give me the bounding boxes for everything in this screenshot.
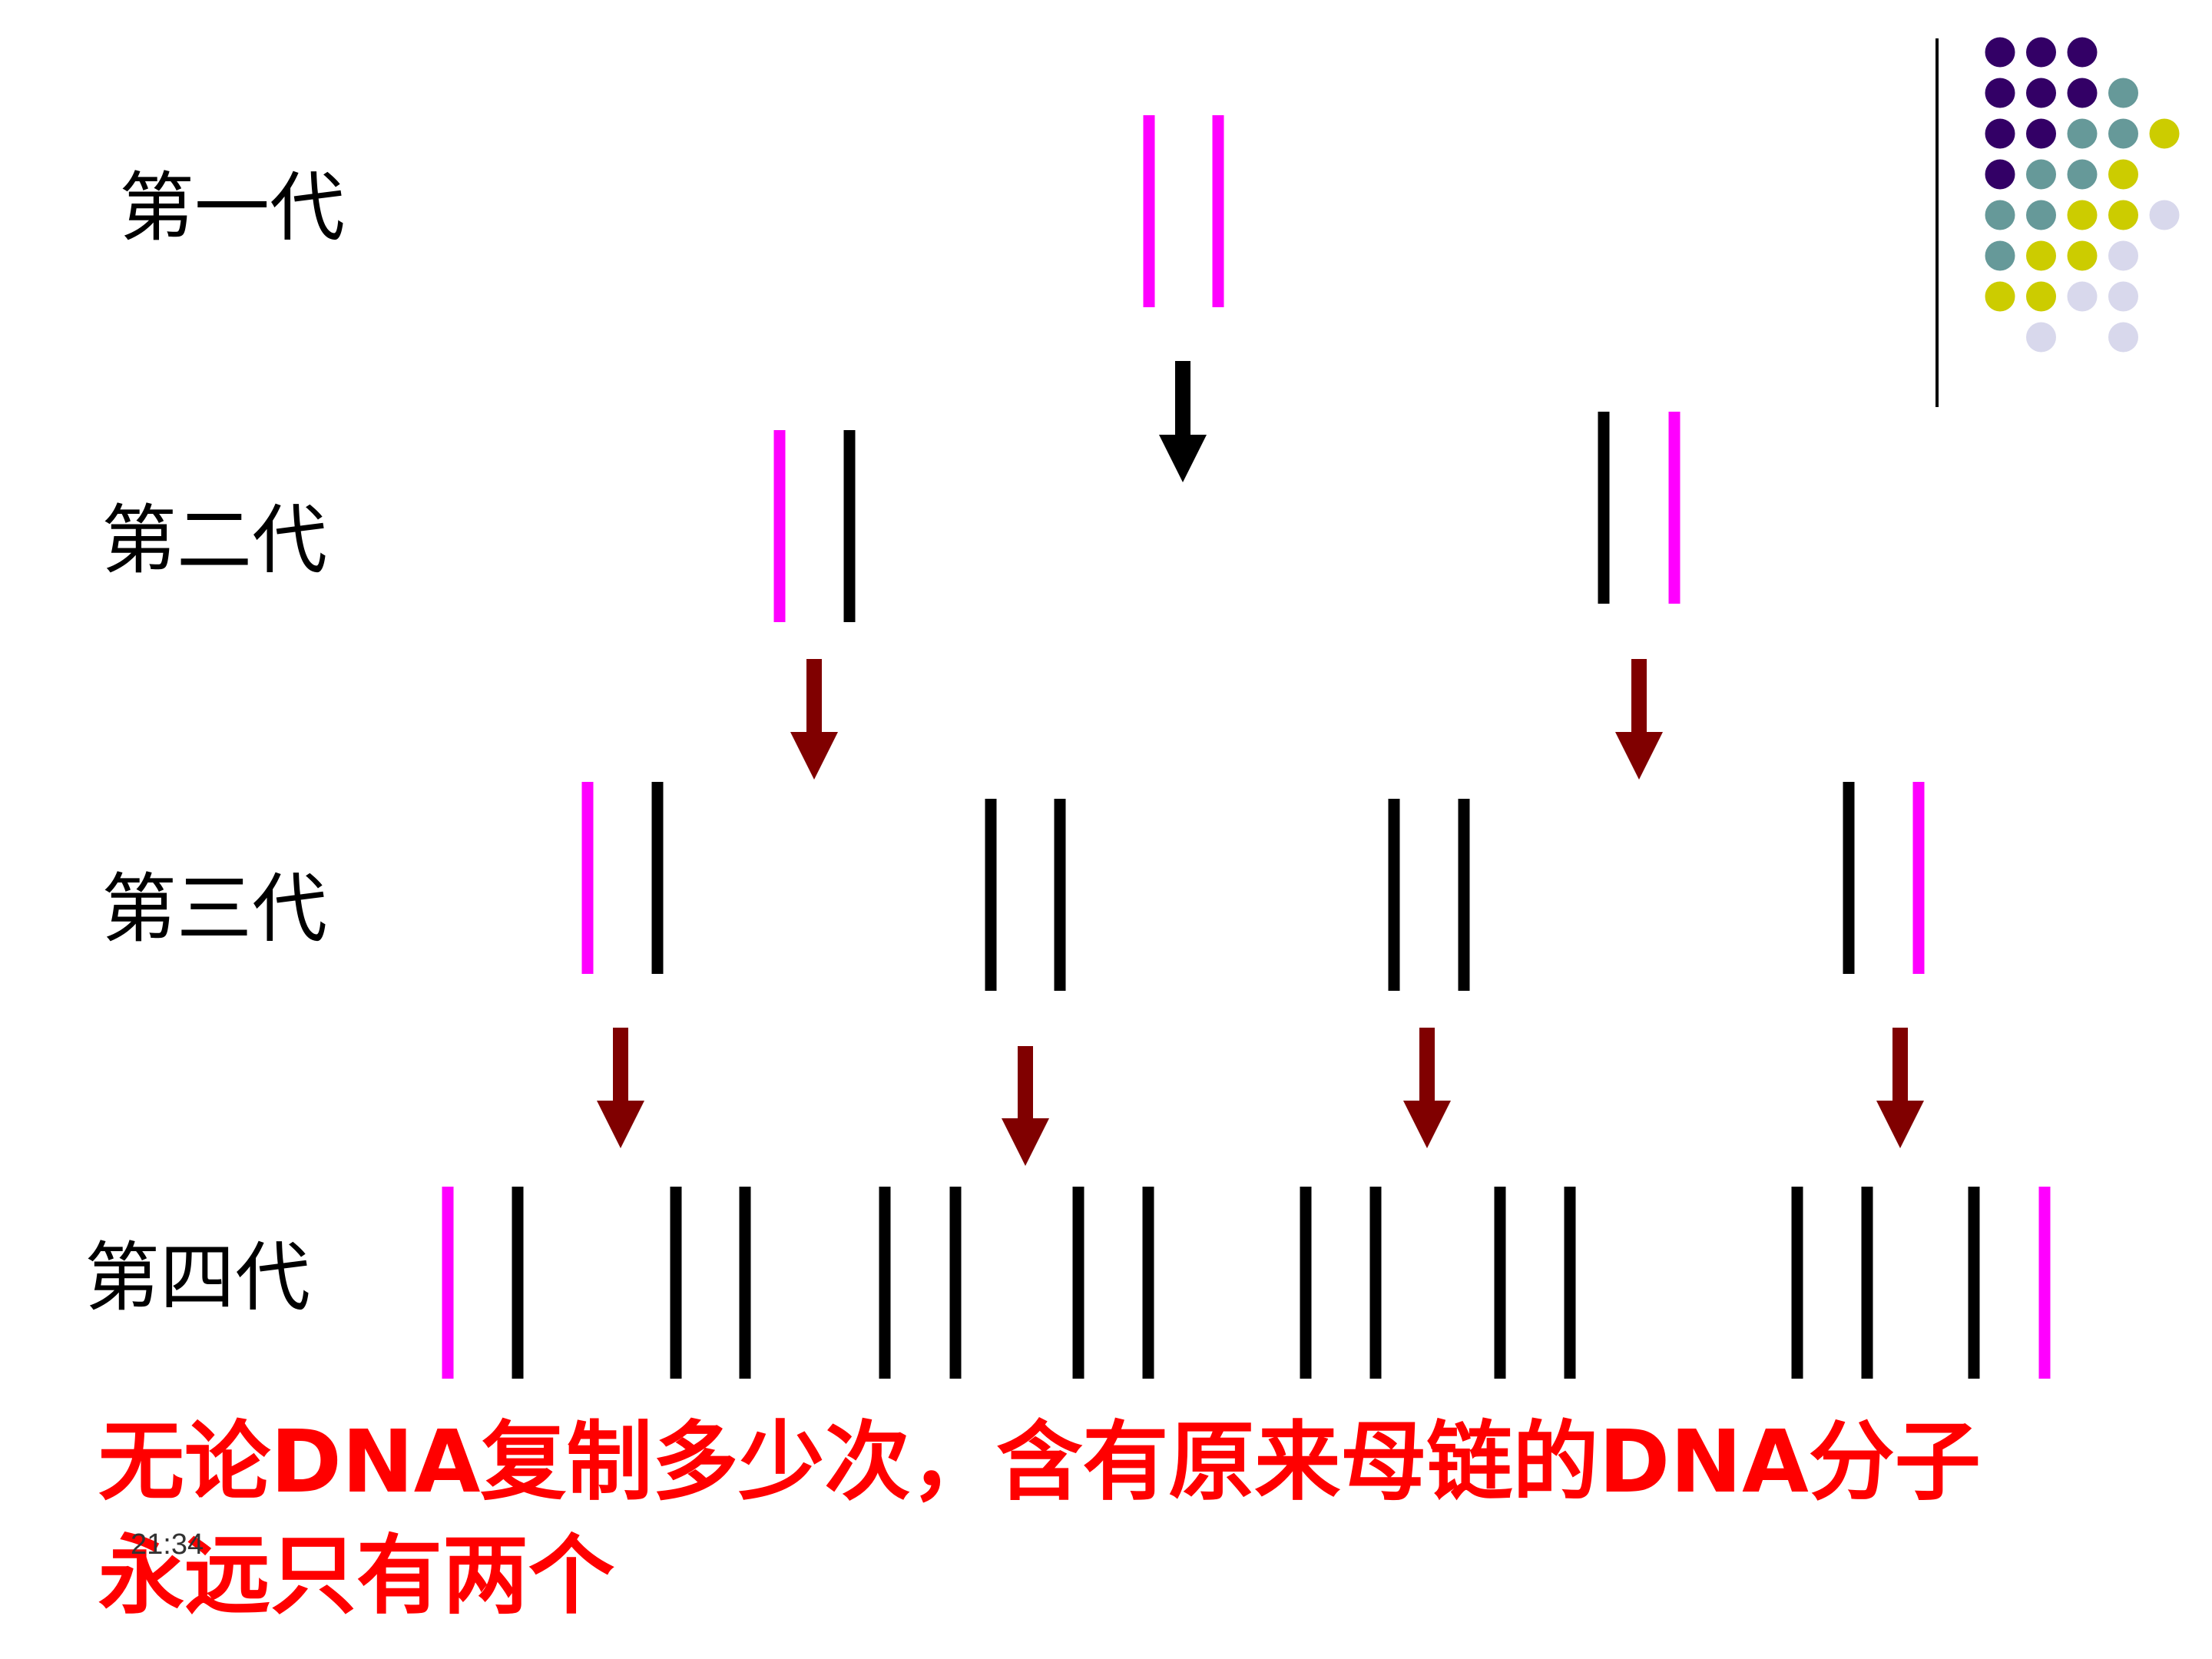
decor-dot-3-4 xyxy=(2108,118,2138,149)
decor-dot-4-4 xyxy=(2108,159,2138,190)
conclusion-caption: 无论DNA复制多少次，含有原来母链的DNA分子 永远只有两个 xyxy=(98,1406,2203,1633)
decor-dot-1-3 xyxy=(2067,37,2098,68)
generation-label-1: 第一代 xyxy=(119,164,346,252)
decor-dot-5-3 xyxy=(2067,200,2098,230)
generation-label-2: 第二代 xyxy=(101,497,328,584)
decor-dot-5-2 xyxy=(2026,200,2056,230)
arrow-head-7 xyxy=(1876,1101,1924,1148)
decor-dot-2-3 xyxy=(2067,78,2098,108)
slide-time: 21:34 xyxy=(131,1528,204,1561)
decor-dot-4-3 xyxy=(2067,159,2098,190)
arrow-shaft-7 xyxy=(1892,1028,1908,1102)
decor-dot-7-3 xyxy=(2067,281,2098,312)
decor-dot-3-2 xyxy=(2026,118,2056,149)
arrow-shaft-6 xyxy=(1419,1028,1435,1102)
arrow-head-1 xyxy=(1159,435,1207,482)
decor-dot-6-3 xyxy=(2067,240,2098,271)
decor-dot-6-4 xyxy=(2108,240,2138,271)
decor-dot-1-2 xyxy=(2026,37,2056,68)
generation-label-4: 第四代 xyxy=(84,1234,311,1322)
decor-dot-5-1 xyxy=(1985,200,2015,230)
arrow-head-3 xyxy=(1615,732,1663,780)
arrow-shaft-5 xyxy=(1018,1046,1033,1120)
caption-line-2: 永远只有两个 xyxy=(98,1526,614,1626)
decor-dot-7-1 xyxy=(1985,281,2015,312)
arrow-shaft-2 xyxy=(806,659,822,733)
decor-dot-5-4 xyxy=(2108,200,2138,230)
arrow-shaft-3 xyxy=(1631,659,1647,733)
arrow-shaft-1 xyxy=(1175,361,1190,436)
decor-dot-5-5 xyxy=(2149,200,2180,230)
decor-dot-1-1 xyxy=(1985,37,2015,68)
generation-label-3: 第三代 xyxy=(101,866,328,953)
decor-dot-6-1 xyxy=(1985,240,2015,271)
arrow-head-5 xyxy=(1002,1118,1049,1166)
decor-dot-3-3 xyxy=(2067,118,2098,149)
decor-dot-4-1 xyxy=(1985,159,2015,190)
decor-dot-7-2 xyxy=(2026,281,2056,312)
decor-dot-7-4 xyxy=(2108,281,2138,312)
decor-dot-2-2 xyxy=(2026,78,2056,108)
decor-dot-3-1 xyxy=(1985,118,2015,149)
corner-divider-line xyxy=(1936,38,1939,407)
decor-dot-2-1 xyxy=(1985,78,2015,108)
arrow-shaft-4 xyxy=(613,1028,628,1102)
arrow-head-6 xyxy=(1403,1101,1451,1148)
decor-dot-8-2 xyxy=(2026,322,2056,353)
decor-dot-3-5 xyxy=(2149,118,2180,149)
arrow-head-4 xyxy=(597,1101,644,1148)
caption-line-1: 无论DNA复制多少次，含有原来母链的DNA分子 xyxy=(98,1412,1981,1512)
decor-dot-2-4 xyxy=(2108,78,2138,108)
decor-dot-4-2 xyxy=(2026,159,2056,190)
arrow-head-2 xyxy=(790,732,838,780)
decor-dot-8-4 xyxy=(2108,322,2138,353)
decor-dot-6-2 xyxy=(2026,240,2056,271)
